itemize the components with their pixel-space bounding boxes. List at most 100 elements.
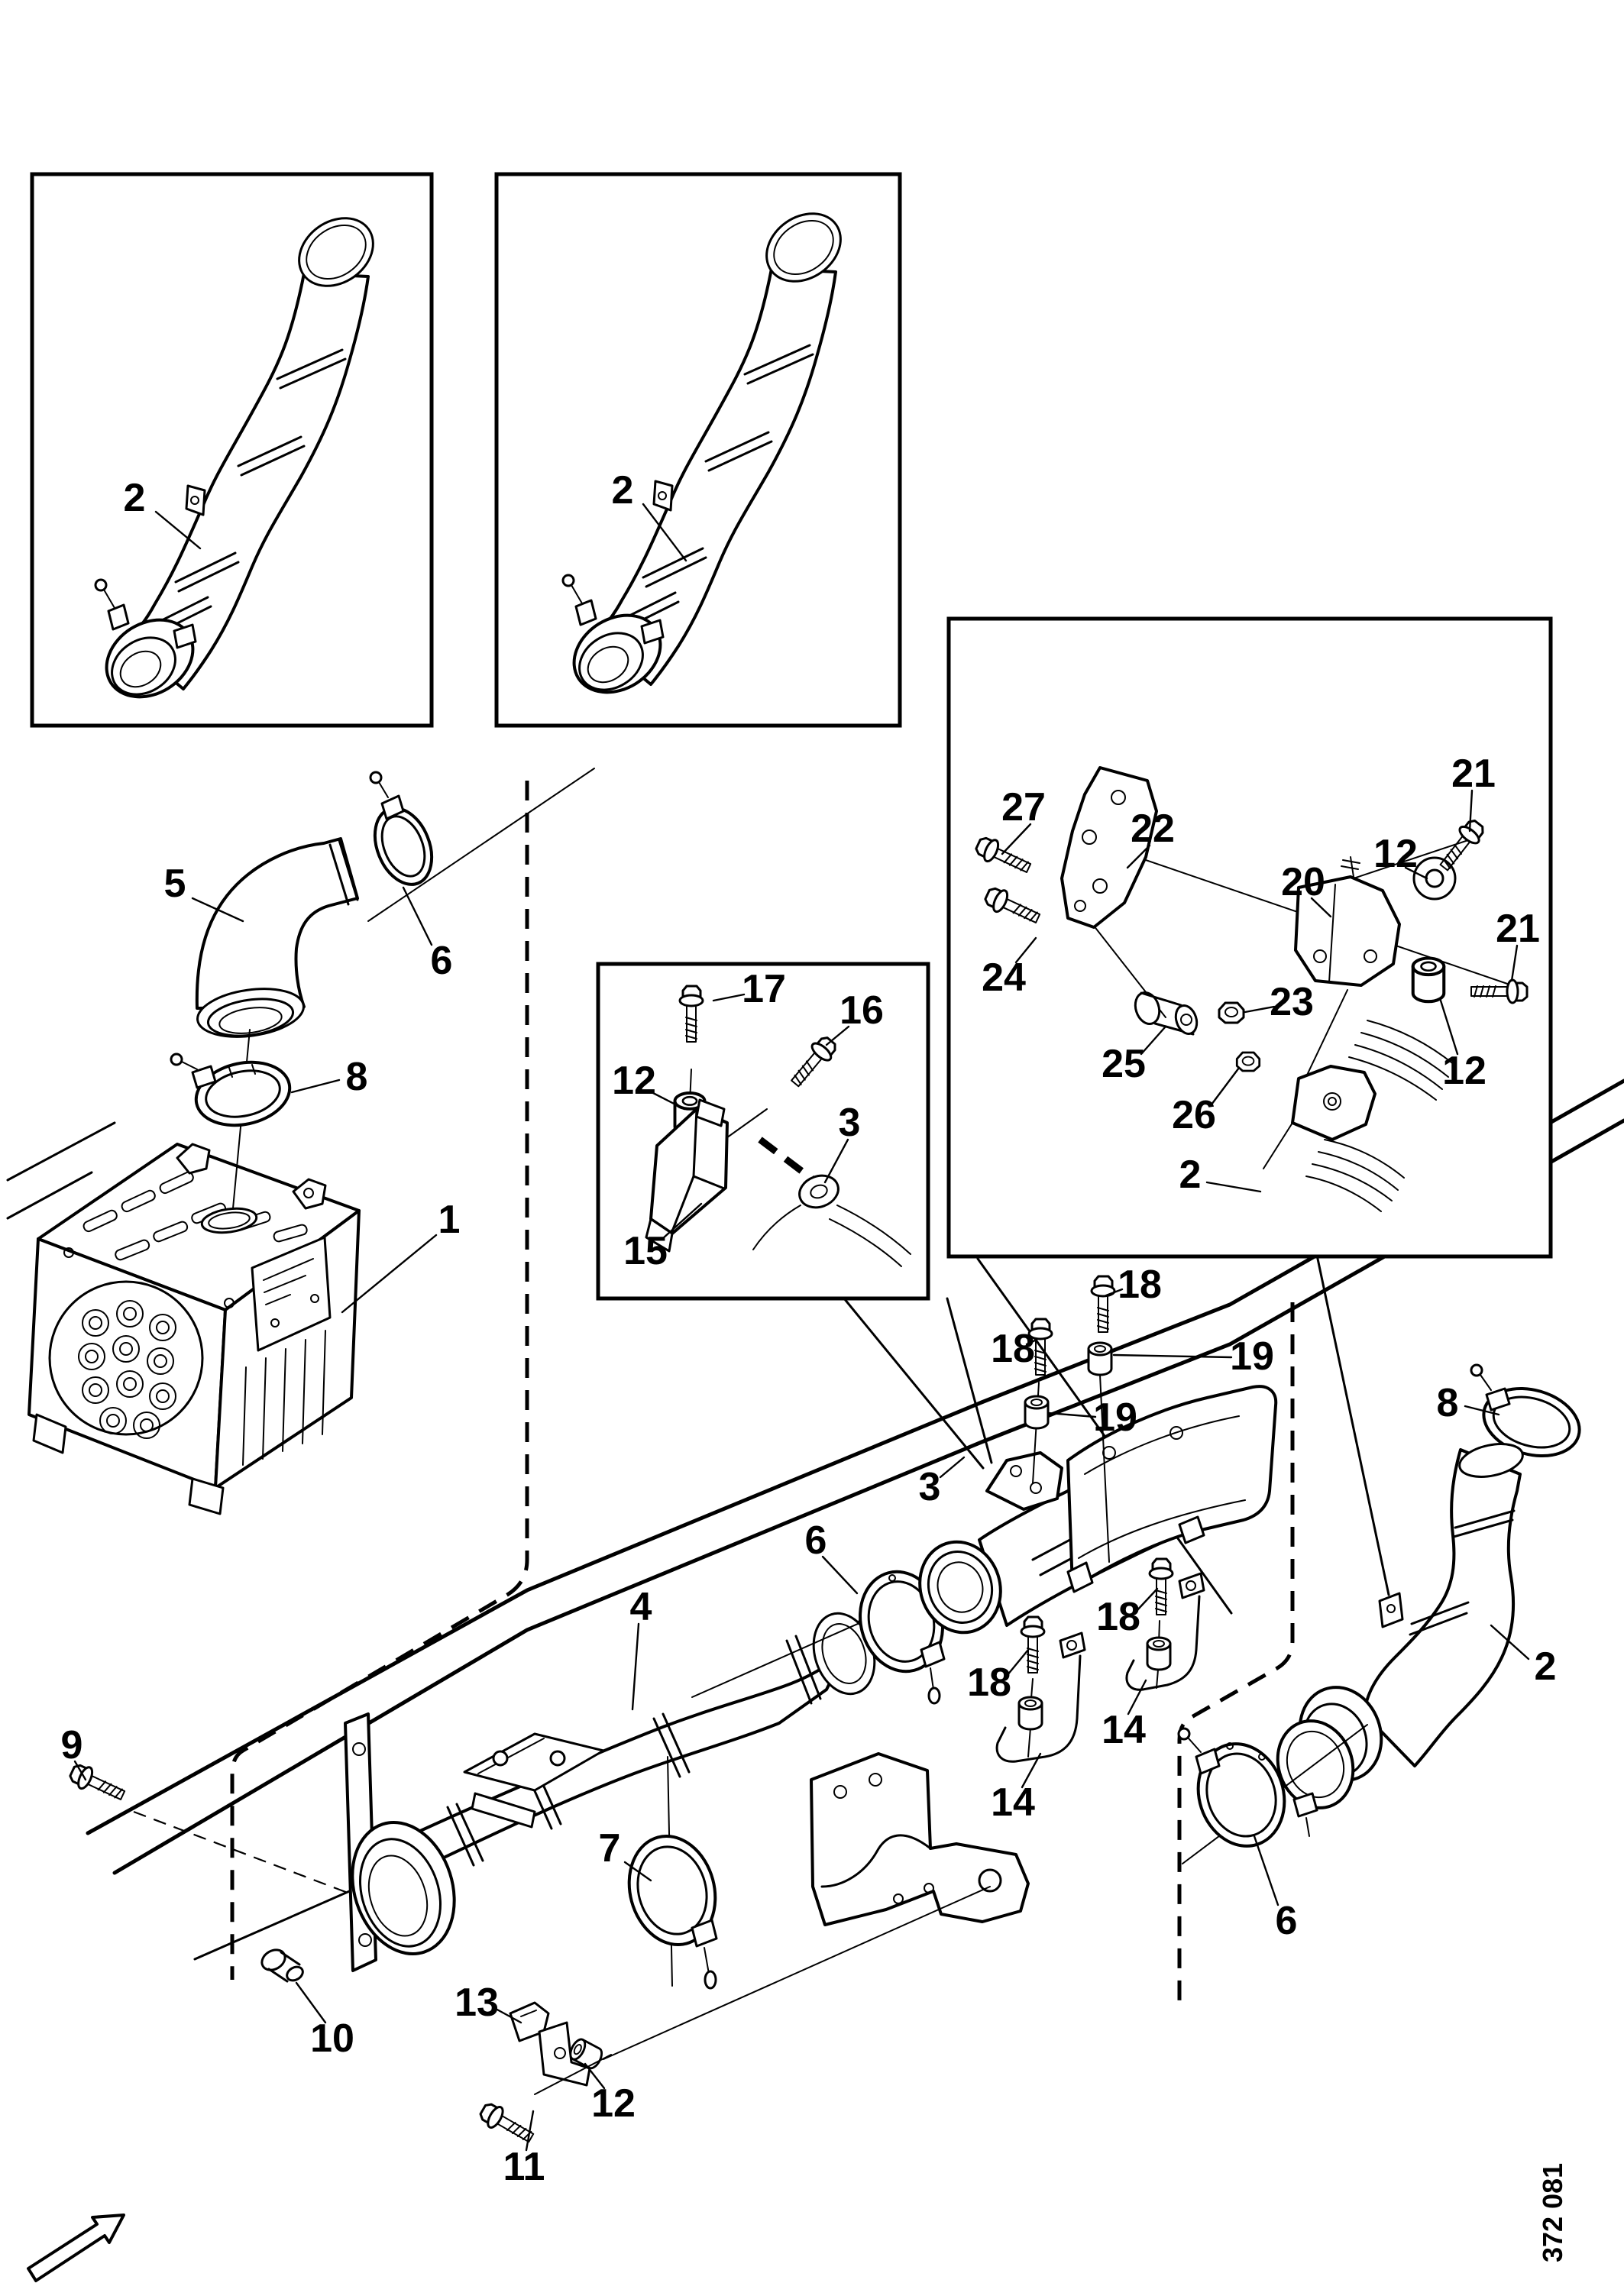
plug-10 [260, 1948, 304, 1983]
callout-label-19-31: 19 [1093, 1395, 1137, 1440]
callout-label-27-2: 27 [1001, 785, 1046, 829]
clamp-8 [170, 1053, 292, 1127]
pipe-2-stub [1263, 1020, 1455, 1212]
callout-label-12-5: 12 [1373, 832, 1418, 876]
callout-label-22-3: 22 [1131, 807, 1175, 851]
callout-leader-12-12 [1439, 999, 1459, 1056]
pipe-3 [918, 1385, 1278, 1635]
callout-leader-15-18 [661, 1202, 703, 1240]
callout-leader-14-35 [1021, 1752, 1042, 1789]
inset-box-2 [494, 172, 902, 728]
callout-leader-4-25 [631, 1622, 640, 1711]
direction-arrow-icon [27, 2214, 125, 2282]
elbow-pipe-5 [195, 768, 595, 1209]
callout-leader-9-23 [73, 1760, 87, 1781]
callout-leader-26-11 [1210, 1066, 1241, 1106]
callout-label-18-32: 18 [1096, 1595, 1140, 1639]
callout-leader-23-9 [1244, 1005, 1276, 1014]
callout-leader-2-0 [154, 510, 202, 550]
callout-leader-3-17 [823, 1138, 849, 1184]
callout-leader-5-19 [191, 897, 244, 923]
detail-box-hanger [596, 962, 930, 1301]
spacer-19-left [1024, 1395, 1050, 1430]
callout-leader-13-37 [494, 2007, 522, 2024]
callout-leader-1-22 [341, 1234, 438, 1314]
callout-label-20-6: 20 [1281, 860, 1325, 904]
callout-leader-22-3 [1126, 844, 1151, 869]
bolt-18-top [1090, 1275, 1116, 1334]
pipe-4 [344, 1612, 876, 1972]
bracket-20 [1294, 856, 1401, 987]
callout-label-2-41: 2 [1535, 1644, 1557, 1689]
callout-label-24-8: 24 [982, 956, 1026, 1000]
figure-code: 372 081 [1537, 2163, 1568, 2262]
hanger-hardware [995, 1275, 1205, 1763]
clamp-8-right [1470, 1363, 1581, 1458]
callout-leader-8-21 [290, 1078, 341, 1094]
spacer-hanger-right [1146, 1636, 1172, 1671]
callout-label-3-27: 3 [919, 1465, 941, 1509]
callout-leader-17-14 [712, 993, 746, 1002]
callout-leader-21-4 [1468, 789, 1474, 833]
bolt-18-hanger-left [1020, 1615, 1046, 1674]
callout-leader-18-33 [1005, 1648, 1030, 1677]
callout-leader-14-34 [1127, 1679, 1147, 1716]
callout-leader-7-36 [623, 1861, 652, 1882]
nut-26 [1235, 1051, 1261, 1072]
callout-leader-3-27 [939, 1456, 966, 1479]
callout-label-14-34: 14 [1102, 1708, 1146, 1752]
spacer-19-right [1087, 1341, 1113, 1376]
bushing-25 [1134, 991, 1199, 1036]
detail-box-brackets [946, 616, 1553, 1259]
callout-label-3-17: 3 [839, 1101, 861, 1145]
callout-label-12-12: 12 [1442, 1049, 1487, 1093]
callout-leader-11-39 [525, 2110, 535, 2152]
tail-pipe-2 [1276, 1443, 1524, 1837]
callout-leader-6-26 [821, 1555, 859, 1595]
flex-pipe-2a [94, 217, 374, 699]
callout-label-2-13: 2 [1179, 1153, 1202, 1197]
silencer-1 [27, 1143, 361, 1515]
clamp-6-right [1177, 1724, 1368, 1864]
callout-label-1-22: 1 [438, 1198, 461, 1242]
callout-label-2-1: 2 [612, 468, 634, 513]
callout-label-15-18: 15 [623, 1229, 668, 1273]
callout-leader-19-29 [1112, 1353, 1233, 1359]
callout-leader-8-40 [1464, 1405, 1500, 1416]
callout-label-21-4: 21 [1451, 752, 1496, 796]
callout-leader-16-15 [825, 1025, 850, 1046]
callout-leader-6-42 [1253, 1835, 1279, 1906]
callout-label-8-40: 8 [1437, 1381, 1459, 1425]
callout-label-12-16: 12 [612, 1059, 656, 1103]
bolt-18-hanger-right [1148, 1557, 1174, 1616]
callout-label-18-33: 18 [967, 1661, 1011, 1705]
saddle-bracket [603, 1752, 1030, 2060]
callout-label-14-35: 14 [991, 1780, 1035, 1825]
callout-label-6-26: 6 [805, 1518, 827, 1563]
callout-leader-20-6 [1310, 897, 1332, 918]
callout-label-11-39: 11 [503, 2145, 545, 2189]
callout-label-8-21: 8 [346, 1055, 368, 1099]
callout-label-23-9: 23 [1270, 980, 1314, 1024]
callout-label-13-37: 13 [455, 1981, 499, 2025]
callout-label-9-23: 9 [61, 1723, 83, 1767]
callout-label-2-0: 2 [124, 476, 146, 520]
bolt-9 [66, 1760, 348, 1894]
callout-leader-21-7 [1510, 944, 1519, 982]
perforation-holes [78, 1300, 176, 1439]
callout-leader-12-5 [1404, 866, 1428, 880]
callout-label-6-42: 6 [1276, 1899, 1298, 1943]
callout-leader-2-13 [1205, 1181, 1262, 1193]
clamp-6-top [369, 771, 434, 886]
callout-label-12-38: 12 [591, 2081, 636, 2126]
pipe-3-lug [752, 1137, 911, 1267]
callout-leader-12-38 [584, 2062, 606, 2090]
bracket-22 [1060, 766, 1158, 929]
callout-label-4-25: 4 [630, 1585, 652, 1629]
callout-leader-2-41 [1490, 1624, 1530, 1661]
spacer-hanger-left [1017, 1696, 1043, 1731]
callout-label-26-11: 26 [1172, 1093, 1216, 1137]
